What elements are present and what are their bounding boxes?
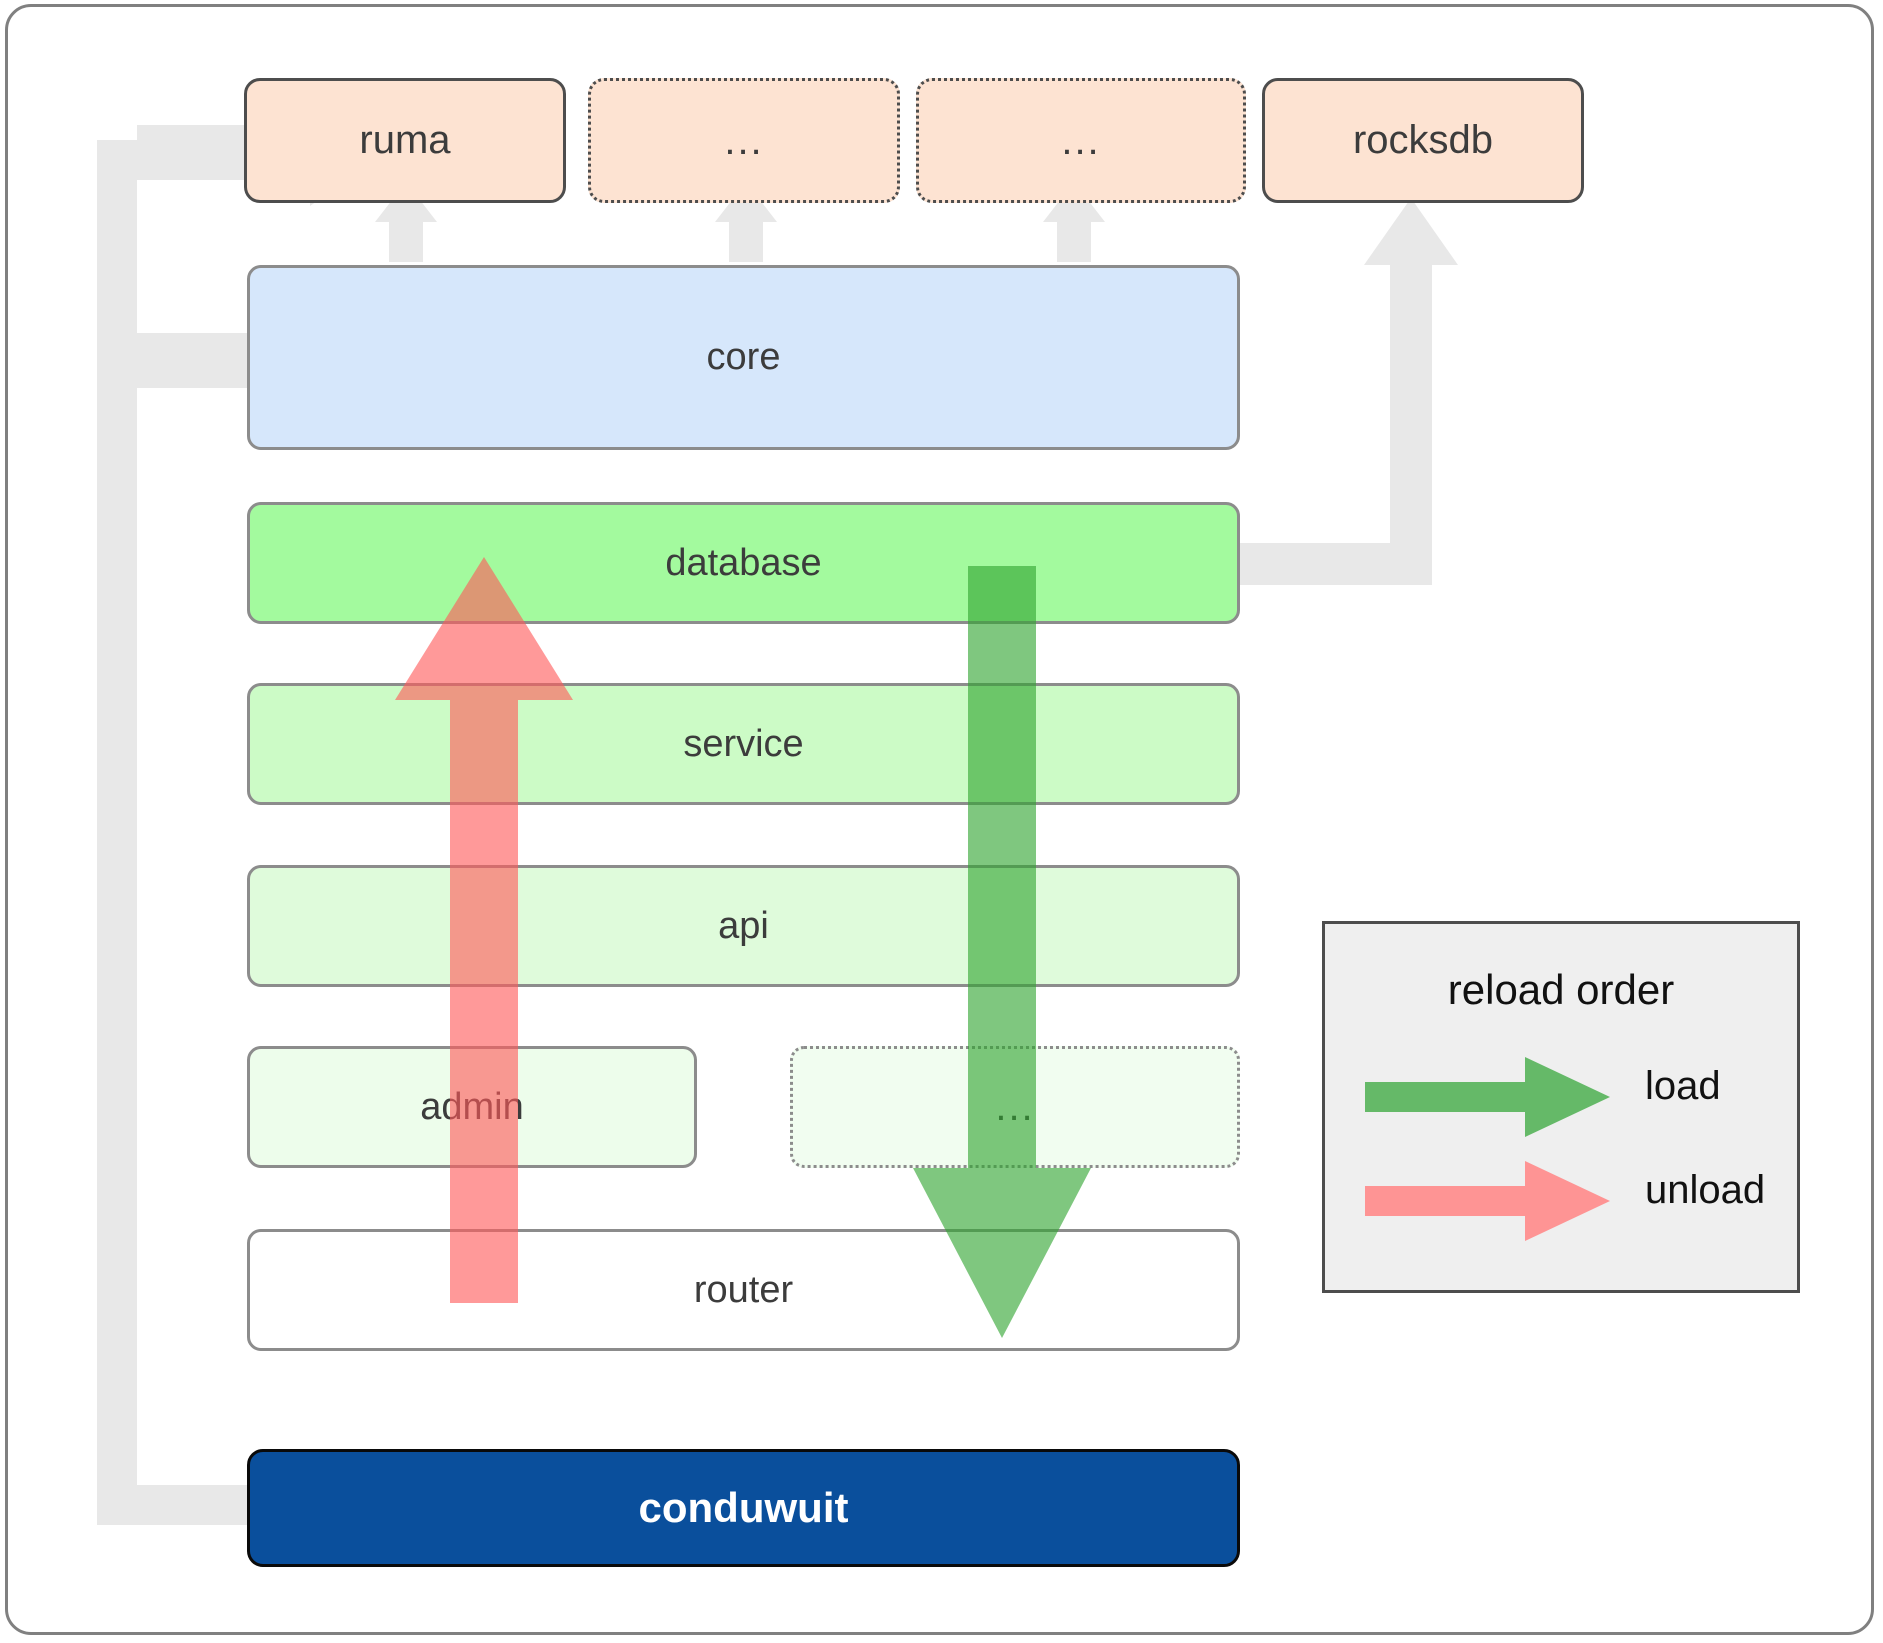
layer-node-router[interactable]: router [247, 1229, 1240, 1351]
layer-node-extra[interactable]: ... [790, 1046, 1240, 1168]
layer-label-service: service [683, 722, 804, 765]
layer-node-database[interactable]: database [247, 502, 1240, 624]
load-arrow-icon [1365, 1057, 1610, 1137]
application-label-conduwuit: conduwuit [638, 1484, 849, 1531]
dependency-label-dots1: ... [724, 118, 764, 163]
unload-arrow-icon [1365, 1161, 1610, 1241]
layer-label-extra: ... [995, 1085, 1035, 1129]
layer-node-api[interactable]: api [247, 865, 1240, 987]
application-node-conduwuit[interactable]: conduwuit [247, 1449, 1240, 1567]
legend-row-unload: unload [1325, 1156, 1797, 1246]
layer-node-service[interactable]: service [247, 683, 1240, 805]
layer-label-database: database [665, 541, 822, 584]
dependency-node-dots2[interactable]: ... [916, 78, 1246, 203]
dependency-label-ruma: ruma [359, 118, 451, 162]
layer-label-core: core [706, 336, 781, 378]
layer-label-api: api [718, 904, 769, 947]
legend-label-load: load [1645, 1064, 1721, 1108]
dependency-label-dots2: ... [1061, 118, 1101, 163]
dependency-node-rocksdb[interactable]: rocksdb [1262, 78, 1584, 203]
legend-panel: reload order load unload [1322, 921, 1800, 1293]
dependency-node-ruma[interactable]: ruma [244, 78, 566, 203]
dependency-node-dots1[interactable]: ... [588, 78, 900, 203]
legend-title: reload order [1447, 966, 1675, 1013]
layer-label-admin: admin [420, 1085, 524, 1128]
diagram-outer-frame [5, 4, 1874, 1635]
legend-label-unload: unload [1645, 1168, 1766, 1212]
layer-node-core[interactable]: core [247, 265, 1240, 450]
layer-node-admin[interactable]: admin [247, 1046, 697, 1168]
legend-row-load: load [1325, 1052, 1797, 1142]
dependency-label-rocksdb: rocksdb [1352, 118, 1494, 162]
layer-label-router: router [693, 1268, 794, 1311]
